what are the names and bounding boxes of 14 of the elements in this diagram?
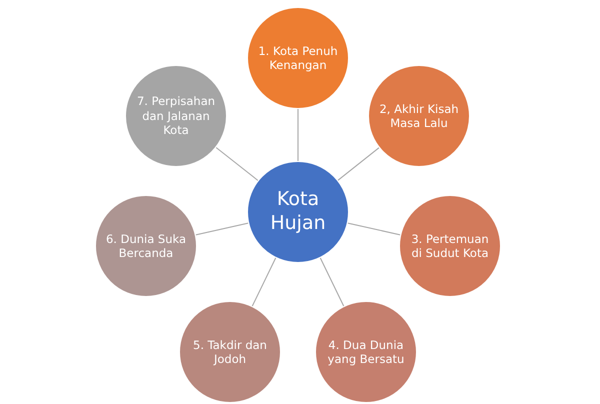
connector-line — [337, 147, 380, 181]
connector-line — [195, 222, 249, 236]
node-label: 2, Akhir Kisah Masa Lalu — [378, 102, 460, 130]
connector-line — [216, 147, 258, 181]
node-label: 4. Dua Dunia yang Bersatu — [326, 338, 406, 366]
connector-line — [252, 257, 276, 307]
node-label: 6. Dunia Suka Bercanda — [104, 232, 188, 260]
node-label: Kota Hujan — [269, 188, 327, 236]
node-label: 7. Perpisahan dan Jalanan Kota — [136, 94, 216, 138]
node-label: 1. Kota Penuh Kenangan — [257, 44, 339, 72]
connector-line — [347, 222, 401, 236]
connector-line — [320, 257, 344, 307]
node-label: 5. Takdir dan Jodoh — [192, 338, 268, 366]
node-label: 3. Pertemuan di Sudut Kota — [410, 232, 490, 260]
